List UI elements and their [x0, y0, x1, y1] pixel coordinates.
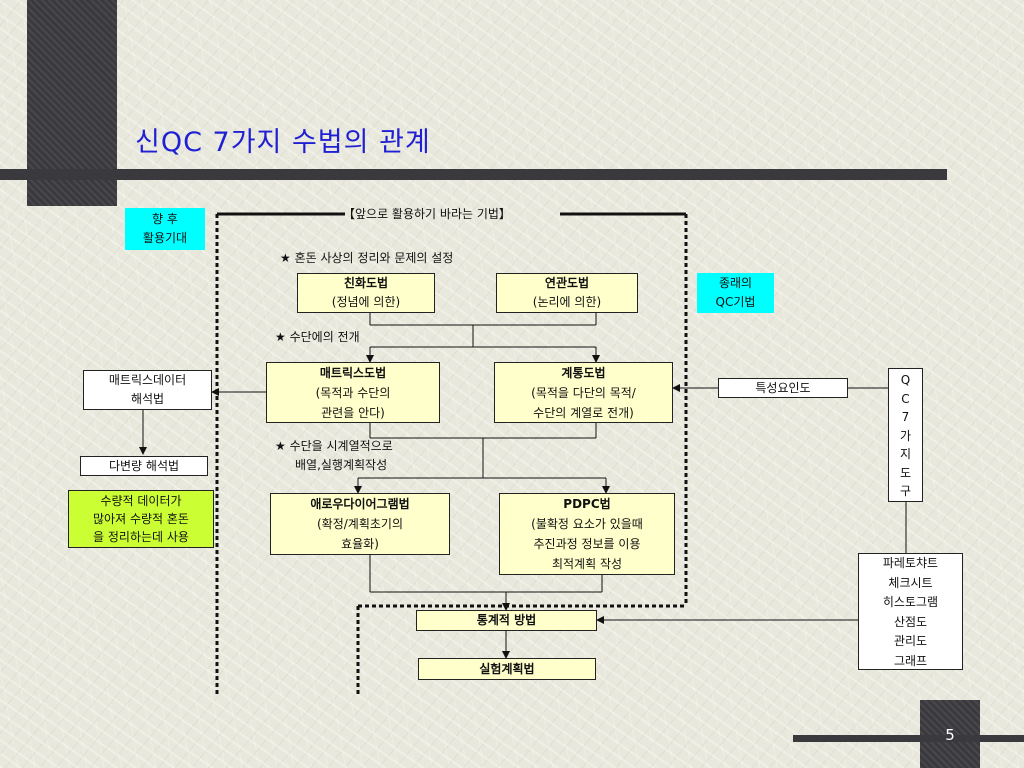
tree-diagram-box: 계통도법 (목적을 다단의 목적/ 수단의 계열로 전개)	[494, 362, 673, 423]
fishbone-diagram-box: 특성요인도	[718, 378, 848, 398]
affinity-diagram-box: 친화도법 (정념에 의한)	[297, 273, 435, 313]
step-note-2: ★ 수단에의 전개	[275, 330, 360, 344]
quantitative-data-note: 수량적 데이터가 많아져 수량적 혼돈 을 정리하는데 사용	[68, 490, 214, 548]
page-title: 신QC 7가지 수법의 관계	[135, 127, 431, 158]
list-item: 관리도	[893, 634, 928, 648]
traditional-qc-label: 종래의 QC기법	[697, 273, 774, 313]
qc-seven-tools-column: Q C 7 가 지 도 구	[888, 368, 923, 502]
arrow-diagram-box: 애로우다이어그램법 (확정/계획초기의 효율화)	[270, 493, 450, 555]
design-of-experiments-box: 실험계획법	[418, 658, 596, 680]
statistical-methods-box: 통계적 방법	[416, 610, 597, 631]
bottom-right-bar	[793, 735, 1024, 742]
list-item: 파레토챠트	[882, 556, 939, 570]
title-underline-bar	[0, 169, 947, 180]
step-note-1: ★ 혼돈 사상의 정리와 문제의 설정	[280, 251, 454, 265]
future-use-label: 향 후 활용기대	[125, 208, 205, 250]
pdpc-box: PDPC법 (불확정 요소가 있을때 추진과정 정보를 이용 최적계획 작성	[499, 493, 675, 575]
list-item: 산점도	[893, 614, 928, 629]
relations-diagram-box: 연관도법 (논리에 의한)	[496, 273, 638, 313]
page-number-block	[920, 700, 980, 768]
matrix-data-analysis-box: 매트릭스데이터 해석법	[83, 370, 212, 410]
bracket-title: 【앞으로 활용하기 바라는 기법】	[343, 207, 511, 221]
list-item: 히스토그램	[882, 595, 939, 609]
list-item: 그래프	[893, 653, 928, 668]
list-item: 체크시트	[888, 575, 933, 590]
step-note-3: ★ 수단을 시계열적으로 배열,실행계획작성	[275, 439, 393, 472]
page-number: 5	[945, 726, 955, 744]
future-bracket-frame	[215, 212, 688, 695]
flow-lines	[139, 313, 907, 659]
matrix-diagram-box: 매트릭스도법 (목적과 수단의 관련을 안다)	[266, 362, 440, 423]
multivariate-analysis-box: 다변량 해석법	[80, 456, 208, 476]
qc-tools-list-box: 파레토챠트 체크시트 히스토그램 산점도 관리도 그래프	[858, 553, 963, 670]
